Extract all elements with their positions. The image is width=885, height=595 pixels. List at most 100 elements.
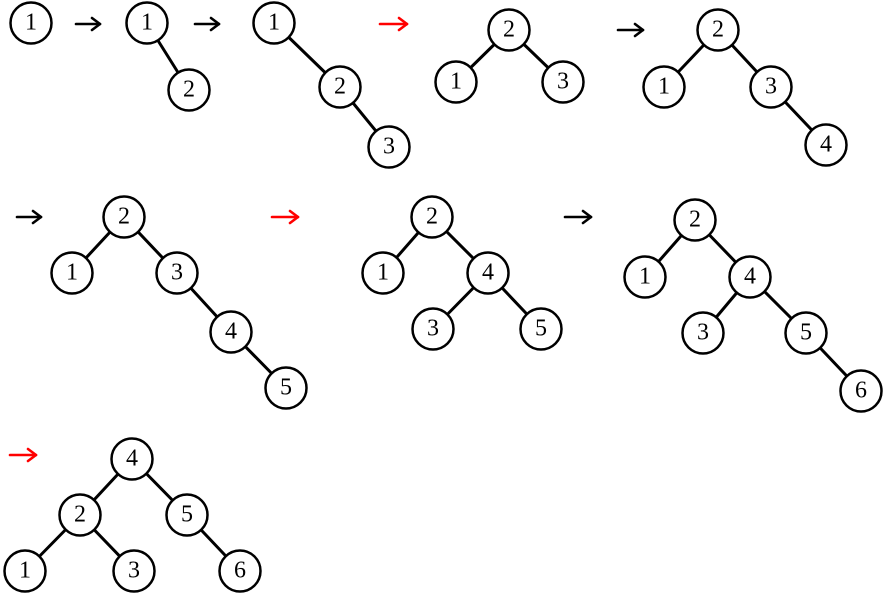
node-label: 2 bbox=[689, 207, 701, 233]
node-circle bbox=[623, 255, 667, 299]
tree-node: 3 bbox=[155, 251, 199, 295]
node-circle bbox=[696, 8, 740, 52]
node-circle bbox=[804, 123, 848, 167]
node-label: 3 bbox=[383, 134, 395, 160]
tree-node: 2 bbox=[487, 8, 531, 52]
node-label: 3 bbox=[128, 558, 140, 584]
arrow-head bbox=[633, 22, 645, 38]
node-circle bbox=[519, 307, 563, 351]
step-arrow-icon bbox=[616, 22, 645, 38]
node-circle bbox=[264, 366, 308, 410]
tree-step: 21 4 3 5 6 bbox=[563, 198, 883, 413]
tree-node: 6 bbox=[839, 369, 883, 413]
tree-node: 3 bbox=[411, 307, 455, 351]
rotation-arrow-icon bbox=[8, 447, 38, 463]
tree-node: 3 bbox=[749, 65, 793, 109]
node-label: 3 bbox=[697, 320, 709, 346]
node-label: 1 bbox=[66, 260, 78, 286]
node-label: 5 bbox=[280, 375, 292, 401]
tree-node: 3 bbox=[681, 311, 725, 355]
tree-node: 2 bbox=[58, 493, 102, 537]
node-circle bbox=[434, 60, 478, 104]
tree-step: 21 4 3 5 bbox=[270, 195, 563, 351]
tree-step: 1 bbox=[9, 1, 53, 45]
node-circle bbox=[3, 549, 47, 593]
arrow-head bbox=[209, 16, 221, 32]
node-circle bbox=[9, 1, 53, 45]
tree-node: 5 bbox=[519, 307, 563, 351]
node-circle bbox=[673, 198, 717, 242]
arrow-head bbox=[581, 209, 593, 225]
node-label: 4 bbox=[126, 446, 138, 472]
tree-node: 2 bbox=[696, 8, 740, 52]
node-circle bbox=[642, 65, 686, 109]
node-circle bbox=[839, 369, 883, 413]
node-label: 4 bbox=[744, 264, 756, 290]
node-circle bbox=[125, 1, 169, 45]
node-label: 4 bbox=[820, 132, 832, 158]
node-label: 5 bbox=[800, 320, 812, 346]
node-label: 1 bbox=[658, 74, 670, 100]
tree-node: 1 bbox=[623, 255, 667, 299]
tree-node: 4 bbox=[466, 251, 510, 295]
tree-node: 3 bbox=[112, 549, 156, 593]
tree-node: 1 bbox=[361, 251, 405, 295]
node-label: 1 bbox=[141, 10, 153, 36]
node-label: 5 bbox=[535, 316, 547, 342]
tree-node: 1 bbox=[125, 1, 169, 45]
rotation-arrow-icon bbox=[378, 16, 409, 32]
tree-node: 2 bbox=[673, 198, 717, 242]
node-circle bbox=[361, 251, 405, 295]
node-circle bbox=[167, 68, 211, 112]
node-circle bbox=[749, 65, 793, 109]
node-circle bbox=[466, 251, 510, 295]
arrow-head bbox=[288, 209, 300, 225]
tree-step: 2 1 3 4 bbox=[616, 8, 848, 167]
tree-node: 1 bbox=[642, 65, 686, 109]
node-circle bbox=[50, 251, 94, 295]
node-label: 1 bbox=[25, 10, 37, 36]
node-label: 2 bbox=[183, 77, 195, 103]
step-arrow-icon bbox=[74, 16, 102, 32]
tree-node: 4 bbox=[804, 123, 848, 167]
tree-node: 1 bbox=[9, 1, 53, 45]
arrow-head bbox=[90, 16, 102, 32]
node-label: 4 bbox=[482, 260, 494, 286]
node-circle bbox=[165, 493, 209, 537]
node-circle bbox=[411, 307, 455, 351]
node-label: 1 bbox=[19, 558, 31, 584]
node-circle bbox=[209, 310, 253, 354]
node-label: 3 bbox=[765, 74, 777, 100]
tree-node: 1 bbox=[434, 60, 478, 104]
node-label: 6 bbox=[234, 558, 246, 584]
arrow-head bbox=[397, 16, 409, 32]
node-label: 2 bbox=[503, 17, 515, 43]
node-circle bbox=[252, 1, 296, 45]
tree-node: 3 bbox=[541, 60, 585, 104]
node-circle bbox=[110, 437, 154, 481]
node-label: 4 bbox=[225, 319, 237, 345]
tree-node: 2 bbox=[410, 195, 454, 239]
tree-node: 6 bbox=[218, 549, 262, 593]
node-circle bbox=[318, 65, 362, 109]
node-circle bbox=[367, 125, 411, 169]
tree-node: 1 bbox=[50, 251, 94, 295]
node-label: 1 bbox=[450, 69, 462, 95]
node-label: 1 bbox=[268, 10, 280, 36]
node-label: 3 bbox=[427, 316, 439, 342]
rotation-arrow-icon bbox=[270, 209, 300, 225]
node-label: 2 bbox=[426, 204, 438, 230]
tree-node: 3 bbox=[367, 125, 411, 169]
tree-node: 5 bbox=[784, 311, 828, 355]
node-label: 2 bbox=[712, 17, 724, 43]
tree-node: 4 bbox=[110, 437, 154, 481]
tree-node: 4 bbox=[209, 310, 253, 354]
node-circle bbox=[112, 549, 156, 593]
step-arrow-icon bbox=[15, 209, 43, 225]
node-circle bbox=[102, 195, 146, 239]
tree-node: 5 bbox=[264, 366, 308, 410]
node-circle bbox=[487, 8, 531, 52]
tree-node: 2 bbox=[318, 65, 362, 109]
node-label: 3 bbox=[171, 260, 183, 286]
